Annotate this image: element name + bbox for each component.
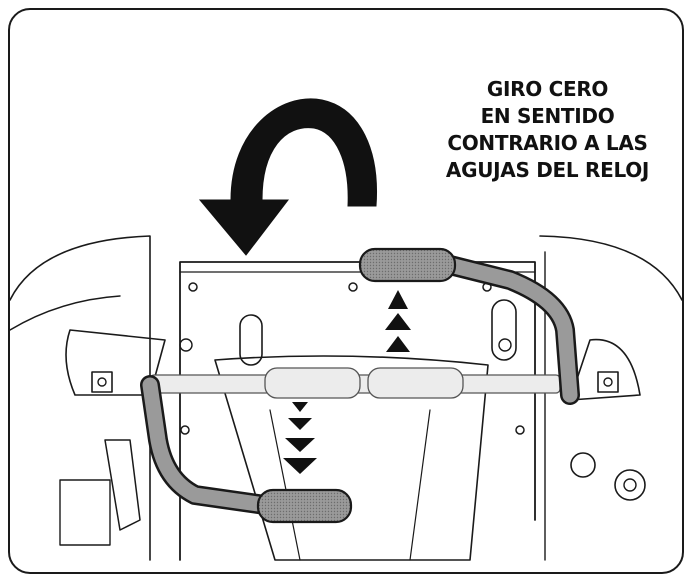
right-lever-grip bbox=[358, 247, 457, 283]
ignition-knob bbox=[570, 452, 596, 478]
counterclockwise-arrow-icon bbox=[198, 98, 378, 256]
right-fender bbox=[539, 235, 682, 301]
down-arrows-icon bbox=[283, 402, 317, 474]
up-arrows-icon bbox=[385, 290, 411, 352]
left-fender bbox=[10, 235, 151, 561]
seat-base bbox=[214, 355, 489, 561]
caption-line-4: AGUJAS DEL RELOJ bbox=[445, 158, 650, 182]
neutral-lap-bars-ghost bbox=[149, 367, 561, 399]
left-lever-grip bbox=[256, 488, 353, 524]
caption-line-2: EN SENTIDO bbox=[480, 104, 615, 128]
diagram-frame bbox=[8, 8, 684, 574]
left-lever-rod bbox=[140, 375, 275, 515]
rotation-caption: GIRO CERO EN SENTIDO CONTRARIO A LAS AGU… bbox=[425, 76, 670, 184]
left-housing bbox=[65, 329, 166, 396]
caption-line-1: GIRO CERO bbox=[486, 77, 609, 101]
caption-line-3: CONTRARIO A LAS bbox=[447, 131, 648, 155]
seat-frame bbox=[179, 261, 536, 561]
throttle-knob bbox=[614, 469, 646, 501]
right-housing bbox=[569, 338, 641, 401]
